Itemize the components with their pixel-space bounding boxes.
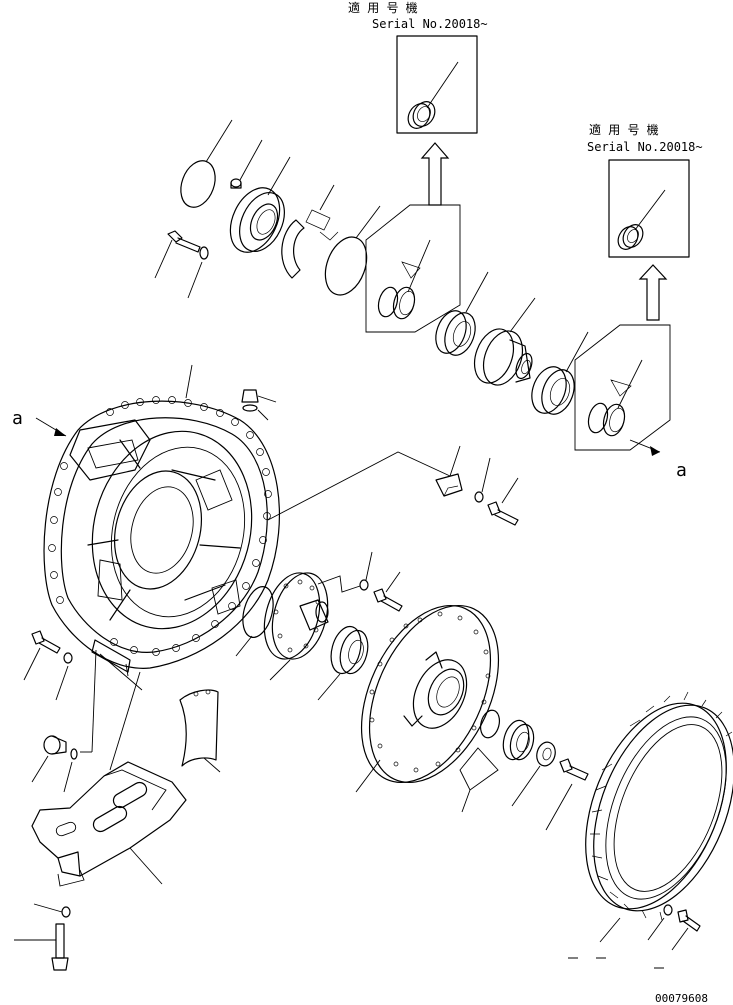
inspection-cover <box>179 689 219 767</box>
washer-ring-gear <box>663 904 673 916</box>
washer-housing-left <box>63 652 73 664</box>
flywheel-housing <box>43 396 281 673</box>
inset-top-frame <box>396 35 478 134</box>
bearing-upper <box>435 310 476 356</box>
inset-right-serial-label: Serial No.20018~ <box>587 140 703 154</box>
seal-group-bracket-lower <box>574 324 671 451</box>
seal-pair-lower-icon <box>587 402 626 437</box>
plug-small <box>230 178 242 189</box>
bearing-lower <box>531 366 575 415</box>
snap-ring-left <box>281 219 305 279</box>
bolt-guard <box>51 923 69 971</box>
seal-group-bracket-upper <box>365 204 461 333</box>
inset-right-frame <box>608 159 690 258</box>
inset-top-leader <box>426 61 459 109</box>
bearing-hub <box>330 625 369 675</box>
view-marker-left: a <box>12 408 23 429</box>
spacer-ring <box>479 709 501 739</box>
o-ring-small <box>180 160 216 208</box>
bolt-housing-left <box>31 630 61 654</box>
inset-top-ring-icon <box>407 101 436 129</box>
bolt-clip <box>487 501 519 526</box>
inset-right-leader <box>634 189 666 231</box>
washer-clip <box>474 491 484 503</box>
drawing-number: 00079608 <box>655 992 708 1005</box>
washer-cover <box>199 246 209 260</box>
washer-guard <box>61 906 71 918</box>
inset-top: 適 用 号 機 Serial No.20018~ <box>348 0 488 206</box>
bearing-cover <box>229 187 285 253</box>
bolt-ring-gear <box>677 909 701 932</box>
ring-gear <box>585 691 733 921</box>
inset-right-applicable-label: 適 用 号 機 <box>589 122 659 137</box>
washer-hub <box>359 579 369 591</box>
flywheel-plate <box>360 604 500 784</box>
input-hub <box>263 572 329 660</box>
bolt-cover <box>167 230 201 253</box>
bolt-hub <box>373 588 403 612</box>
drain-plug <box>43 735 67 755</box>
clamp-clip <box>435 473 463 497</box>
inset-right-arrow-icon <box>638 264 668 321</box>
inset-right: 適 用 号 機 Serial No.20018~ <box>587 122 703 321</box>
bottom-guard <box>31 761 187 887</box>
view-marker-right: a <box>676 460 687 481</box>
bolt-flywheel <box>559 758 589 781</box>
drive-gear <box>473 328 533 386</box>
pilot-bearing <box>502 719 535 761</box>
inset-top-serial-label: Serial No.20018~ <box>372 17 488 31</box>
inset-top-arrow-icon <box>420 142 450 206</box>
inset-right-ring-icon <box>617 224 644 250</box>
breather-plug <box>241 389 259 412</box>
seal-pair-upper-icon <box>377 286 416 320</box>
o-ring-plug <box>70 748 78 760</box>
thrust-washer <box>536 741 556 767</box>
inset-top-applicable-label: 適 用 号 機 <box>348 0 418 15</box>
